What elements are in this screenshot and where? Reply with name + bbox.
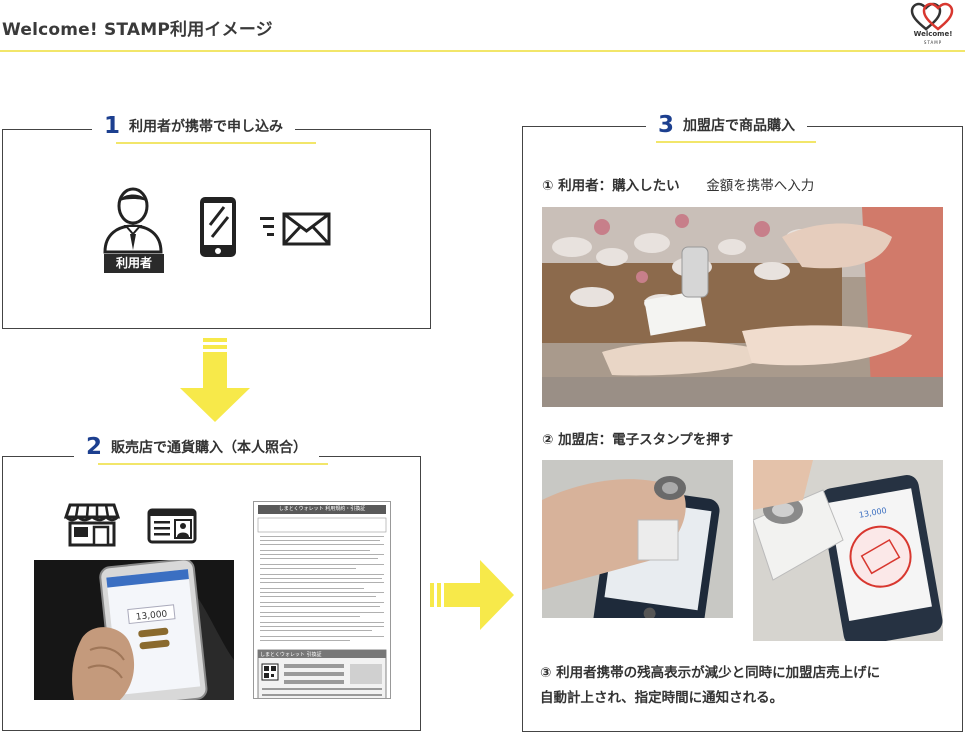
hearts-icon [910, 2, 954, 31]
document-subtitle: しまとくウォレット 引換証 [260, 652, 322, 658]
header-divider [0, 50, 965, 52]
smartphone-icon [200, 197, 236, 257]
user-badge: 利用者 [104, 254, 164, 273]
user-icon [103, 187, 163, 254]
step2-underline [98, 463, 328, 465]
step3-sub3-line1: ③ 利用者携帯の残高表示が減少と同時に加盟店売上げに [540, 665, 881, 681]
terms-document-image: しまとくウォレット 利用規約・引換証 [253, 501, 391, 699]
step3-sub3-line2: 自動計上され、指定時間に通知される。 [540, 690, 784, 706]
step1-number: 1 [104, 113, 121, 139]
arrow-down-icon [180, 338, 250, 422]
step2-title: 販売店で通貨購入（本人照合） [111, 440, 308, 456]
purchase-illustration [542, 207, 943, 407]
step3-sub1-label: ① 利用者：購入したい [542, 178, 680, 194]
step1-label: 1 利用者が携帯で申し込み [92, 111, 296, 141]
stamping-photo-left [542, 460, 733, 618]
step3-underline [656, 141, 816, 143]
store-icon [64, 503, 120, 547]
step3-sub2: ② 加盟店：電子スタンプを押す [542, 428, 733, 448]
logo-subtext: STAMP [923, 40, 943, 45]
step1-title: 利用者が携帯で申し込み [129, 119, 284, 135]
step3-sub2-label: ② 加盟店：電子スタンプを押す [542, 432, 734, 448]
user-badge-label: 利用者 [115, 256, 152, 270]
page-header: Welcome! STAMP利用イメージ Welcome! STAMP [0, 0, 965, 52]
logo-text: Welcome! [913, 30, 953, 38]
step3-label: 3 加盟店で商品購入 [646, 110, 808, 140]
step3-number: 3 [658, 112, 675, 138]
document-title-bar: しまとくウォレット 利用規約・引換証 [258, 505, 386, 514]
step3-title: 加盟店で商品購入 [683, 118, 796, 134]
stamping-right-illustration: 13,000 [753, 460, 943, 641]
arrow-right-icon [430, 560, 514, 630]
id-card-icon [147, 508, 197, 544]
step2-number: 2 [86, 434, 103, 460]
phone-photo-illustration: 13,000 [34, 560, 234, 700]
page-title: Welcome! STAMP利用イメージ [2, 20, 273, 40]
step3-sub1-extra: 金額を携帯へ入力 [706, 178, 815, 194]
document-title: しまとくウォレット 利用規約・引換証 [278, 506, 366, 512]
phone-in-hand-photo: 13,000 [34, 560, 234, 700]
step1-underline [116, 142, 316, 144]
document-lines [257, 517, 387, 698]
phone-amount-text: 13,000 [135, 609, 168, 622]
stamping-photo-right: 13,000 [753, 460, 943, 641]
stamping-left-illustration [542, 460, 733, 618]
welcome-stamp-logo: Welcome! STAMP [908, 2, 958, 48]
step2-label: 2 販売店で通貨購入（本人照合） [74, 432, 320, 462]
purchase-photo [542, 207, 943, 407]
email-sent-icon [260, 212, 331, 246]
step3-sub1: ① 利用者：購入したい 金額を携帯へ入力 [542, 174, 814, 194]
